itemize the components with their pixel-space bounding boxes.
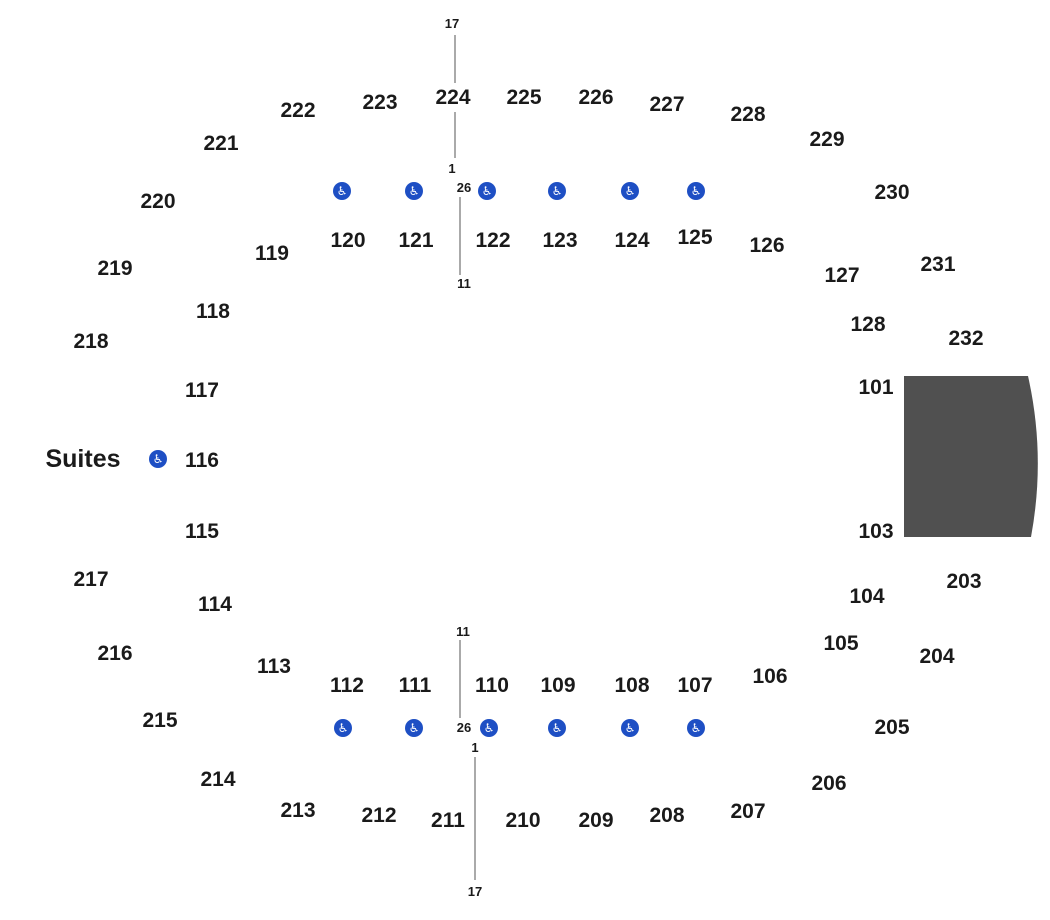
svg-text:♿: ♿ — [409, 184, 420, 198]
wheelchair-icon: ♿ — [548, 182, 566, 200]
wheelchair-icon: ♿ — [621, 719, 639, 737]
section-104[interactable]: 104 — [849, 585, 884, 608]
section-216[interactable]: 216 — [97, 642, 132, 665]
section-106[interactable]: 106 — [752, 665, 787, 688]
section-217[interactable]: 217 — [73, 568, 108, 591]
section-105[interactable]: 105 — [823, 632, 858, 655]
svg-text:♿: ♿ — [691, 721, 702, 735]
aisle-number: 26 — [457, 180, 471, 195]
aisle-number: 26 — [457, 720, 471, 735]
svg-text:♿: ♿ — [409, 721, 420, 735]
section-101[interactable]: 101 — [858, 376, 893, 399]
svg-text:♿: ♿ — [625, 184, 636, 198]
section-107[interactable]: 107 — [677, 674, 712, 697]
section-121[interactable]: 121 — [398, 229, 433, 252]
aisle-number: 1 — [448, 161, 455, 176]
section-231[interactable]: 231 — [920, 253, 955, 276]
section-225[interactable]: 225 — [506, 86, 541, 109]
section-207[interactable]: 207 — [730, 800, 765, 823]
section-124[interactable]: 124 — [614, 229, 649, 252]
section-110[interactable]: 110 — [475, 674, 509, 697]
wheelchair-icon: ♿ — [405, 182, 423, 200]
section-126[interactable]: 126 — [749, 234, 784, 257]
section-222[interactable]: 222 — [280, 99, 315, 122]
section-203[interactable]: 203 — [946, 570, 981, 593]
section-123[interactable]: 123 — [542, 229, 577, 252]
section-226[interactable]: 226 — [578, 86, 613, 109]
aisle-number: 17 — [468, 884, 482, 899]
svg-text:♿: ♿ — [552, 721, 563, 735]
section-218[interactable]: 218 — [73, 330, 108, 353]
section-116[interactable]: 116 — [185, 449, 219, 472]
wheelchair-icon: ♿ — [478, 182, 496, 200]
section-112[interactable]: 112 — [330, 674, 364, 697]
section-206[interactable]: 206 — [811, 772, 846, 795]
wheelchair-icon: ♿ — [334, 719, 352, 737]
section-210[interactable]: 210 — [505, 809, 540, 832]
section-128[interactable]: 128 — [850, 313, 885, 336]
section-118[interactable]: 118 — [196, 300, 230, 323]
wheelchair-icon: ♿ — [405, 719, 423, 737]
svg-text:♿: ♿ — [338, 721, 349, 735]
section-215[interactable]: 215 — [142, 709, 177, 732]
wheelchair-icon: ♿ — [480, 719, 498, 737]
wheelchair-icon: ♿ — [548, 719, 566, 737]
section-127[interactable]: 127 — [824, 264, 859, 287]
section-125[interactable]: 125 — [677, 226, 712, 249]
svg-text:♿: ♿ — [484, 721, 495, 735]
section-114[interactable]: 114 — [198, 593, 232, 616]
section-108[interactable]: 108 — [614, 674, 649, 697]
section-204[interactable]: 204 — [919, 645, 954, 668]
svg-text:♿: ♿ — [482, 184, 493, 198]
section-224[interactable]: 224 — [435, 86, 470, 109]
section-111[interactable]: 111 — [399, 674, 432, 697]
section-223[interactable]: 223 — [362, 91, 397, 114]
section-228[interactable]: 228 — [730, 103, 765, 126]
svg-text:♿: ♿ — [691, 184, 702, 198]
section-117[interactable]: 117 — [185, 379, 219, 402]
section-229[interactable]: 229 — [809, 128, 844, 151]
section-230[interactable]: 230 — [874, 181, 909, 204]
section-122[interactable]: 122 — [475, 229, 510, 252]
section-209[interactable]: 209 — [578, 809, 613, 832]
wheelchair-icon: ♿ — [333, 182, 351, 200]
section-103[interactable]: 103 — [858, 520, 893, 543]
section-211[interactable]: 211 — [431, 809, 465, 832]
section-227[interactable]: 227 — [649, 93, 684, 116]
svg-text:♿: ♿ — [552, 184, 563, 198]
section-119[interactable]: 119 — [255, 242, 289, 265]
aisle-number: 11 — [456, 624, 470, 639]
section-109[interactable]: 109 — [540, 674, 575, 697]
section-213[interactable]: 213 — [280, 799, 315, 822]
wheelchair-icon: ♿ — [687, 719, 705, 737]
section-113[interactable]: 113 — [257, 655, 291, 678]
section-219[interactable]: 219 — [97, 257, 132, 280]
svg-text:♿: ♿ — [625, 721, 636, 735]
section-221[interactable]: 221 — [203, 132, 238, 155]
wheelchair-icon: ♿ — [621, 182, 639, 200]
section-205[interactable]: 205 — [874, 716, 909, 739]
aisle-number: 1 — [471, 740, 478, 755]
section-232[interactable]: 232 — [948, 327, 983, 350]
section-212[interactable]: 212 — [361, 804, 396, 827]
section-214[interactable]: 214 — [200, 768, 235, 791]
suites-label: Suites — [45, 445, 120, 473]
wheelchair-icon: ♿ — [149, 450, 167, 468]
section-208[interactable]: 208 — [649, 804, 684, 827]
svg-text:♿: ♿ — [337, 184, 348, 198]
svg-text:♿: ♿ — [153, 452, 164, 466]
aisle-number: 11 — [457, 276, 471, 291]
section-220[interactable]: 220 — [140, 190, 175, 213]
aisle-number: 17 — [445, 16, 459, 31]
stage — [904, 376, 1038, 537]
wheelchair-icon: ♿ — [687, 182, 705, 200]
section-120[interactable]: 120 — [330, 229, 365, 252]
section-115[interactable]: 115 — [185, 520, 219, 543]
